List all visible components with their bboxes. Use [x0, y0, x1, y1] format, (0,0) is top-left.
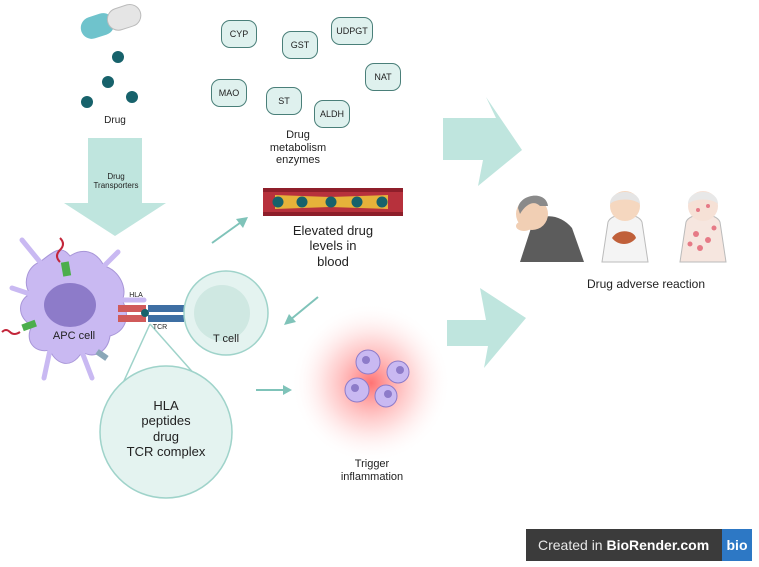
- badge-prefix: Created in: [538, 537, 607, 553]
- inflammation-label: Trigger inflammation: [340, 458, 404, 483]
- hla-label: HLA: [129, 292, 143, 299]
- badge-text: Created in BioRender.com: [526, 537, 722, 553]
- enzyme-badge-aldh: ALDH: [314, 100, 350, 128]
- enzyme-badge-nat: NAT: [365, 63, 401, 91]
- chevron-arrow-lower: [447, 288, 526, 368]
- capsule-icon: [80, 3, 142, 39]
- blood-vessel-icon: [263, 188, 403, 216]
- transporter-arrow: [64, 138, 166, 236]
- tcr-label: TCR: [152, 324, 168, 331]
- t-cell-label: T cell: [212, 333, 240, 345]
- enzymes-label: Drug metabolism enzymes: [269, 129, 327, 167]
- patient-liver-icon: [601, 191, 649, 263]
- apc-cell-label: APC cell: [52, 330, 96, 342]
- inflammation-icon: [291, 303, 451, 463]
- biorender-badge: Created in BioRender.com bio: [526, 529, 752, 561]
- enzyme-badge-mao: MAO: [211, 79, 247, 107]
- enzyme-badge-udpgt: UDPGT: [331, 17, 373, 45]
- badge-brand: BioRender.com: [606, 537, 710, 553]
- enzyme-badge-cyp: CYP: [221, 20, 257, 48]
- complex-zoom-icon: [99, 323, 233, 499]
- flow-arrows: [211, 217, 319, 395]
- chevron-arrow-upper: [443, 97, 522, 186]
- patient-nausea-icon: [516, 195, 584, 262]
- apc-cell-icon: [1, 237, 147, 381]
- enzyme-badge-st: ST: [266, 87, 302, 115]
- drug-label: Drug: [104, 115, 126, 126]
- drug-molecules-icon: [81, 51, 138, 108]
- blood-label: Elevated drug levels in blood: [292, 223, 374, 269]
- bio-logo-icon: bio: [722, 529, 752, 561]
- patient-rash-icon: [679, 191, 727, 263]
- hla-tcr-synapse-icon: [118, 305, 184, 322]
- enzyme-badge-gst: GST: [282, 31, 318, 59]
- t-cell-icon: [183, 270, 269, 356]
- adverse-reaction-label: Drug adverse reaction: [586, 277, 706, 291]
- complex-label: HLA peptides drug TCR complex: [126, 398, 206, 459]
- transporters-label: Drug Transporters: [93, 172, 139, 191]
